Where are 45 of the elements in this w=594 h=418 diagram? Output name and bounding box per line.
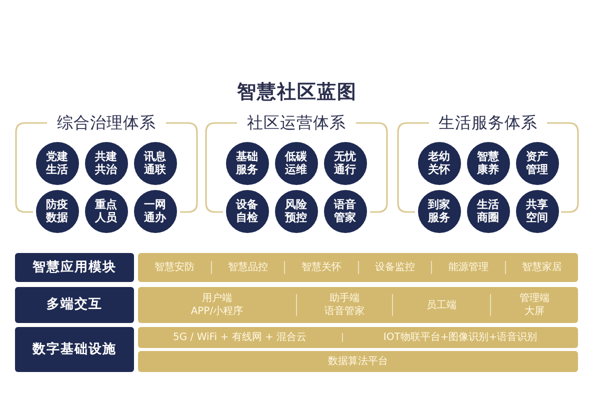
- topic-circle: 无忧通行: [324, 142, 366, 184]
- bar-text: 数据算法平台: [328, 355, 388, 368]
- topic-circle: 风险预控: [274, 190, 318, 232]
- layer-label: 智慧应用模块: [15, 253, 134, 282]
- layer-bar: [138, 253, 578, 282]
- topic-circle: 党建生活: [36, 142, 78, 184]
- bar-text: 用户端: [202, 292, 232, 305]
- bar-text: 助手端: [330, 292, 360, 305]
- topic-circle: 一网通办: [134, 190, 176, 232]
- topic-circle: 共享空间: [516, 190, 558, 232]
- topic-circle: 到家服务: [418, 190, 460, 232]
- bar-text: 智慧家居: [522, 261, 562, 274]
- topic-circle: 低碳运维: [274, 142, 318, 184]
- bar-text: 大屏: [524, 305, 544, 318]
- bar-text: 员工端: [426, 298, 456, 312]
- bar-text: 5G / WiFi + 有线网 + 混合云: [172, 331, 307, 344]
- topic-circle: 共建共治: [84, 142, 128, 184]
- topic-circle: 防疫数据: [36, 190, 78, 232]
- bar-text: 语音管家: [324, 305, 365, 318]
- layer-label: 多端交互: [15, 287, 134, 323]
- topic-circle: 讯息通联: [134, 142, 176, 184]
- topic-circle: 智慧康养: [466, 142, 510, 184]
- topic-circle: 重点人员: [84, 190, 128, 232]
- layer-label: 数字基础设施: [15, 327, 134, 372]
- bar-text: 管理端: [519, 292, 550, 305]
- bar-text: 智慧安防: [154, 261, 194, 274]
- bar-text: IOT物联平台+图像识别+语音识别: [383, 331, 538, 344]
- group-title: 综合治理体系: [57, 114, 156, 132]
- layer-bar: [138, 351, 578, 372]
- topic-circle: 基础服务: [226, 142, 268, 184]
- bar-text: 能源管理: [448, 261, 488, 274]
- topic-circle: 设备自检: [226, 190, 268, 232]
- bar-text: APP/小程序: [190, 305, 244, 318]
- bar-text: 智慧关怀: [301, 261, 342, 274]
- topic-circle: 资产管理: [516, 142, 558, 184]
- topic-circle: 生活商圈: [466, 190, 510, 232]
- group-title: 生活服务体系: [438, 114, 538, 132]
- bar-text: 设备监控: [374, 261, 415, 274]
- layer-bar: [138, 287, 578, 323]
- topic-circle: 语音管家: [324, 190, 366, 232]
- group-title: 社区运营体系: [247, 114, 346, 132]
- diagram-title: 智慧社区蓝图: [237, 80, 357, 104]
- topic-circle: 老幼关怀: [418, 142, 460, 184]
- bar-text: 智慧品控: [228, 261, 268, 274]
- layer-bar: [138, 327, 578, 348]
